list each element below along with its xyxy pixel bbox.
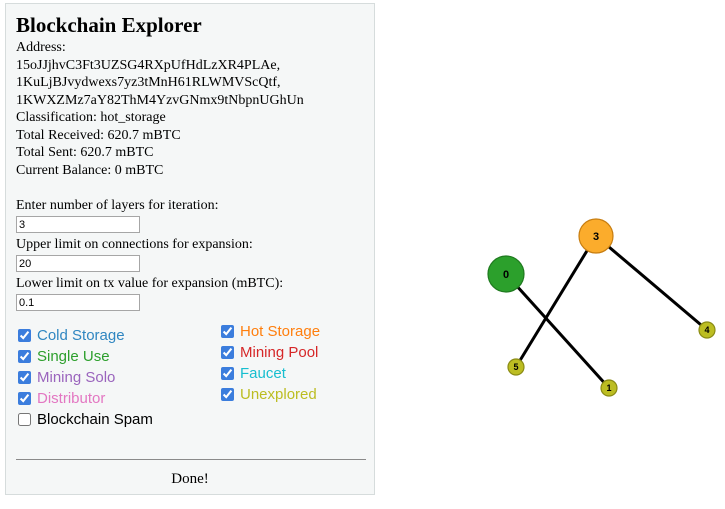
graph-node-label: 4 xyxy=(704,325,709,335)
layers-label: Enter number of layers for iteration: xyxy=(16,198,219,213)
graph-node-circle[interactable] xyxy=(698,321,716,339)
graph-node-4[interactable]: 4 xyxy=(698,321,716,339)
classification: Classification: hot_storage xyxy=(16,110,166,125)
graph-node-circle[interactable] xyxy=(507,358,525,376)
legend-checkbox[interactable] xyxy=(221,388,234,401)
legend-checkbox[interactable] xyxy=(221,346,234,359)
legend-label: Unexplored xyxy=(240,386,317,403)
legend-checkbox[interactable] xyxy=(221,325,234,338)
divider xyxy=(16,459,366,460)
graph-node-circle[interactable] xyxy=(600,379,618,397)
legend-checkbox[interactable] xyxy=(18,413,31,426)
done-button[interactable]: Done! xyxy=(171,471,209,487)
legend-label: Faucet xyxy=(240,365,286,382)
graph-node-label: 0 xyxy=(503,269,509,281)
total-sent: Total Sent: 620.7 mBTC xyxy=(16,145,154,160)
legend-checkbox[interactable] xyxy=(18,350,31,363)
graph-node-label: 3 xyxy=(593,231,599,243)
legend-item-faucet[interactable]: Faucet xyxy=(221,363,320,384)
graph-node-0[interactable]: 0 xyxy=(487,255,525,293)
legend-item-single-use[interactable]: Single Use xyxy=(18,346,153,367)
legend-checkbox[interactable] xyxy=(221,367,234,380)
legend-label: Mining Solo xyxy=(37,369,116,386)
total-received: Total Received: 620.7 mBTC xyxy=(16,127,181,143)
legend-label: Single Use xyxy=(37,348,110,365)
legend-checkbox[interactable] xyxy=(18,392,31,405)
legend-label: Cold Storage xyxy=(37,327,125,344)
graph-node-circle[interactable] xyxy=(578,218,614,254)
legend-checkbox[interactable] xyxy=(18,329,31,342)
graph-node-label: 5 xyxy=(513,362,518,372)
lower-limit-input[interactable] xyxy=(16,294,140,311)
graph-edge-3-5 xyxy=(514,235,598,368)
address-2: 1KuLjBJvydwexs7yz3tMnH61RLWMVScQtf, xyxy=(16,75,281,90)
graph-edge-0-1 xyxy=(504,272,611,390)
legend-item-distributor[interactable]: Distributor xyxy=(18,388,153,409)
lower-limit-label: Lower limit on tx value for expansion (m… xyxy=(16,276,284,291)
graph-edge-3-4 xyxy=(595,234,708,332)
panel-title: Blockchain Explorer xyxy=(16,13,202,37)
legend-item-blockchain-spam[interactable]: Blockchain Spam xyxy=(18,409,153,430)
graph-node-3[interactable]: 3 xyxy=(578,218,614,254)
legend-item-mining-pool[interactable]: Mining Pool xyxy=(221,342,320,363)
address-3: 1KWXZMz7aY82ThM4YzvGNmx9tNbpnUGhUn xyxy=(16,92,304,108)
explorer-panel: Blockchain Explorer Address: 15oJJjhvC3F… xyxy=(5,3,375,495)
current-balance: Current Balance: 0 mBTC xyxy=(16,162,164,178)
legend-item-hot-storage[interactable]: Hot Storage xyxy=(221,321,320,342)
graph-node-5[interactable]: 5 xyxy=(507,358,525,376)
legend-label: Hot Storage xyxy=(240,323,321,340)
address-label: Address: xyxy=(16,40,66,55)
upper-limit-input[interactable] xyxy=(16,255,140,272)
address-1: 15oJJjhvC3Ft3UZSG4RXpUfHdLzXR4PLAe, xyxy=(16,57,281,73)
legend-checkbox[interactable] xyxy=(18,371,31,384)
graph-node-circle[interactable] xyxy=(487,255,525,293)
transaction-graph: 0 3 4 5 1 xyxy=(487,218,716,397)
upper-limit-label: Upper limit on connections for expansion… xyxy=(16,237,253,252)
legend-item-mining-solo[interactable]: Mining Solo xyxy=(18,367,153,388)
legend-item-cold-storage[interactable]: Cold Storage xyxy=(18,325,153,346)
graph-node-label: 1 xyxy=(606,383,611,393)
layers-input[interactable] xyxy=(16,216,140,233)
graph-node-1[interactable]: 1 xyxy=(600,379,618,397)
legend-label: Distributor xyxy=(37,390,106,407)
legend-label: Mining Pool xyxy=(240,344,319,361)
legend-item-unexplored[interactable]: Unexplored xyxy=(221,384,320,405)
legend-label: Blockchain Spam xyxy=(37,411,153,428)
